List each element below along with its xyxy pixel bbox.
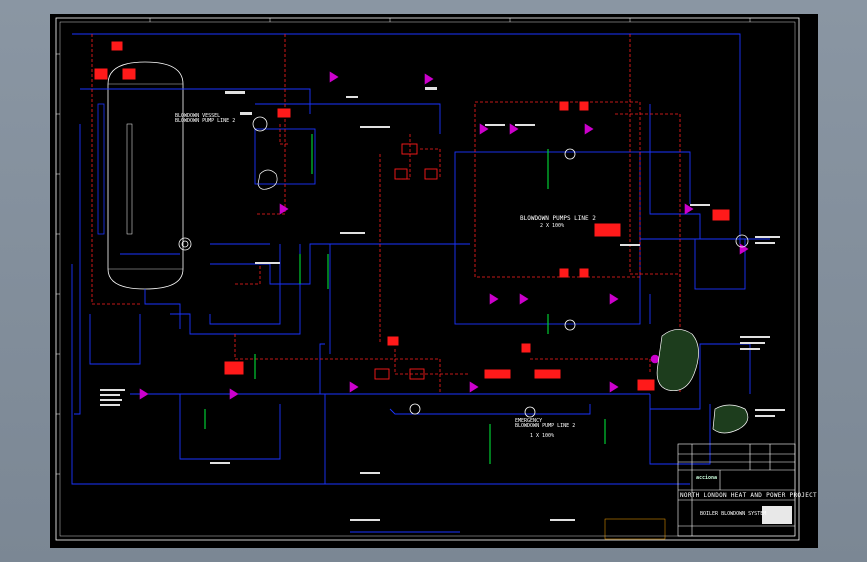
annotation-marks — [204, 134, 606, 464]
instrument-blocks — [94, 41, 730, 391]
drawing-border — [55, 17, 800, 541]
notes-box — [604, 518, 666, 540]
vessel-title: BLOWDOWN VESSEL BLOWDOWN PUMP LINE 2 — [175, 113, 236, 124]
drawing-title: BOILER BLOWDOWN SYSTEM — [700, 511, 767, 517]
pid-diagram — [55, 17, 800, 541]
company-logo: acciona — [696, 475, 718, 481]
instrument-tags — [374, 143, 438, 380]
tag-texts — [100, 87, 785, 521]
emergency-pump-note: 1 X 100% — [530, 433, 555, 439]
pumps-line2-note: 2 X 100% — [540, 223, 565, 229]
emergency-pump-label: EMERGENCY BLOWDOWN PUMP LINE 2 — [515, 418, 576, 429]
revision-cloud-green — [656, 329, 749, 434]
pumps — [252, 116, 749, 418]
title-block — [677, 443, 796, 537]
project-title: NORTH LONDON HEAT AND POWER PROJECT — [680, 492, 817, 499]
drawing-sheet: BLOWDOWN VESSEL BLOWDOWN PUMP LINE 2 BLO… — [50, 14, 818, 548]
pumps-line2-label: BLOWDOWN PUMPS LINE 2 — [520, 215, 596, 222]
border-ticks — [56, 18, 751, 475]
process-lines — [71, 33, 770, 533]
blowdown-vessel — [97, 61, 192, 290]
signal-lines — [91, 34, 681, 394]
stamp-box — [762, 506, 792, 524]
drawing-inner-border — [59, 21, 796, 537]
revision-clouds — [257, 169, 278, 190]
